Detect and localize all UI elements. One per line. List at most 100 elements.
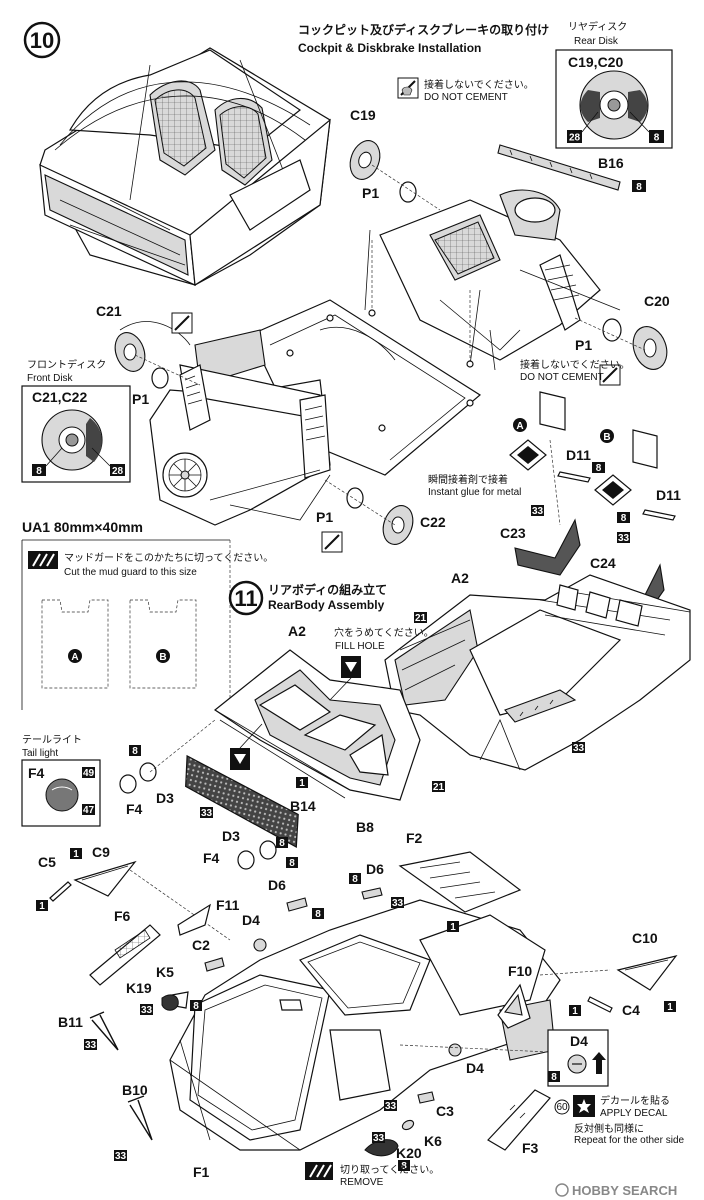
svg-text:Tail light: Tail light: [22, 748, 58, 759]
svg-text:D4: D4: [242, 912, 260, 928]
svg-text:リアボディの組み立て: リアボディの組み立て: [268, 582, 387, 597]
svg-text:K20: K20: [396, 1145, 422, 1161]
svg-text:33: 33: [385, 1101, 397, 1112]
svg-text:1: 1: [572, 1006, 578, 1017]
svg-text:K19: K19: [126, 980, 152, 996]
svg-text:Cut the mud guard to this size: Cut the mud guard to this size: [64, 567, 197, 578]
svg-text:F2: F2: [406, 830, 423, 846]
svg-text:21: 21: [433, 782, 445, 793]
taillight-parts-right: D3 F4 8 8: [203, 828, 298, 870]
svg-text:B11: B11: [58, 1014, 83, 1030]
f6-f11-parts: F6 F11 D4 C2: [89, 897, 267, 986]
svg-text:D11: D11: [656, 487, 681, 503]
svg-text:切り取ってください。: 切り取ってください。: [340, 1164, 439, 1176]
svg-text:33: 33: [618, 533, 630, 544]
svg-text:1: 1: [39, 901, 45, 912]
front-suspension: [119, 321, 396, 526]
d6-left: D6 8: [268, 877, 324, 920]
svg-text:33: 33: [85, 1040, 97, 1051]
svg-text:A: A: [71, 652, 78, 663]
svg-text:8: 8: [279, 838, 285, 849]
svg-text:P1: P1: [316, 509, 333, 525]
svg-text:F4: F4: [203, 850, 220, 866]
svg-text:1: 1: [667, 1002, 673, 1013]
mudguard-code: UA1 80mm×40mm: [22, 519, 143, 535]
svg-text:C10: C10: [632, 930, 658, 946]
svg-text:8: 8: [315, 909, 321, 920]
step10-title-en: Cockpit & Diskbrake Installation: [298, 41, 481, 55]
svg-text:C20: C20: [644, 293, 670, 309]
rear-body-shell: A2 21 33 21: [384, 570, 691, 793]
svg-text:B: B: [159, 652, 166, 663]
c22-part: P1 C22: [316, 479, 446, 553]
f10-part: F10: [497, 963, 532, 1029]
watermark-text: HOBBY SEARCH: [572, 1183, 677, 1198]
svg-text:テールライト: テールライト: [22, 734, 82, 746]
svg-text:P1: P1: [132, 391, 149, 407]
svg-text:8: 8: [401, 1161, 407, 1172]
svg-text:C19: C19: [350, 107, 376, 123]
c5-c9-parts: C5 1 C9 1: [36, 844, 231, 941]
svg-text:11: 11: [234, 586, 257, 611]
svg-text:33: 33: [115, 1151, 127, 1162]
svg-text:デカールを貼る: デカールを貼る: [600, 1094, 670, 1107]
svg-text:F10: F10: [508, 963, 532, 979]
svg-text:D6: D6: [366, 861, 384, 877]
c3-k6-k20-parts: 33 C3 K6 33 K20 8: [364, 1091, 454, 1172]
mudguard-section: UA1 80mm×40mm マッドガードをこのかたちに切ってください。 Cut …: [21, 519, 273, 710]
svg-text:33: 33: [532, 506, 544, 517]
svg-text:33: 33: [573, 743, 585, 754]
rear-disk-parts: C19,C20: [568, 54, 623, 70]
svg-text:F11: F11: [216, 897, 240, 913]
cockpit-tub: [39, 47, 331, 287]
svg-text:フロントディスク: フロントディスク: [27, 358, 106, 371]
front-disk-inset: フロントディスク Front Disk C21,C22 8 28: [21, 358, 131, 483]
f3-decal: F3 60 デカールを貼る APPLY DECAL 反対側も同様に Repeat…: [487, 1089, 685, 1156]
f2-part: F2 D6 8 33 1: [349, 830, 522, 933]
svg-text:REMOVE: REMOVE: [340, 1177, 384, 1188]
svg-text:28: 28: [112, 466, 124, 477]
svg-text:Instant glue for metal: Instant glue for metal: [428, 487, 521, 498]
svg-text:8: 8: [621, 513, 627, 524]
taillight-parts-left: 8 F4 D3: [119, 719, 216, 817]
rear-disk-color-8: [649, 130, 664, 143]
svg-text:D3: D3: [156, 790, 174, 806]
b10-f1-remove: B10 33 F1 切り取ってください。 REMOVE: [114, 1082, 439, 1188]
svg-text:D6: D6: [268, 877, 286, 893]
svg-text:C23: C23: [500, 525, 526, 541]
svg-text:FILL HOLE: FILL HOLE: [335, 641, 385, 652]
svg-text:D4: D4: [570, 1033, 588, 1049]
svg-text:A2: A2: [288, 623, 306, 639]
k5-k19-b11-parts: K5 8 K19 33 B11 33: [58, 964, 202, 1051]
rear-panel-a2: A2 穴をうめてください。 FILL HOLE 1: [213, 623, 434, 801]
svg-text:P1: P1: [362, 185, 379, 201]
svg-text:C24: C24: [590, 555, 616, 571]
svg-text:C21,C22: C21,C22: [32, 389, 87, 405]
svg-text:A: A: [516, 421, 523, 432]
svg-text:B8: B8: [356, 819, 374, 835]
svg-text:DO NOT CEMENT: DO NOT CEMENT: [424, 92, 508, 103]
svg-text:K6: K6: [424, 1133, 442, 1149]
svg-text:C21: C21: [96, 303, 122, 319]
svg-text:瞬間接着剤で接着: 瞬間接着剤で接着: [428, 473, 508, 486]
svg-text:C2: C2: [192, 937, 210, 953]
step10-header: 10 コックピット及びディスクブレーキの取り付け Cockpit & Diskb…: [23, 21, 549, 59]
svg-text:APPLY DECAL: APPLY DECAL: [600, 1108, 668, 1119]
b14-grille: 33 B14 B8: [185, 754, 374, 848]
no-cement-note-1: 接着しないでください。 DO NOT CEMENT: [397, 77, 534, 103]
svg-text:F4: F4: [28, 765, 45, 781]
step10-title-jp: コックピット及びディスクブレーキの取り付け: [298, 22, 549, 37]
c21-part: C21 P1: [96, 303, 201, 407]
rear-frame: B16 8: [364, 144, 646, 371]
svg-text:33: 33: [141, 1005, 153, 1016]
svg-text:F4: F4: [126, 801, 143, 817]
svg-text:C5: C5: [38, 854, 56, 870]
svg-text:D11: D11: [566, 447, 591, 463]
svg-text:穴をうめてください。: 穴をうめてください。: [334, 626, 434, 639]
svg-text:8: 8: [551, 1072, 557, 1083]
svg-text:8: 8: [132, 746, 138, 757]
svg-text:B: B: [603, 432, 610, 443]
svg-text:F3: F3: [522, 1140, 539, 1156]
svg-text:C22: C22: [420, 514, 446, 530]
